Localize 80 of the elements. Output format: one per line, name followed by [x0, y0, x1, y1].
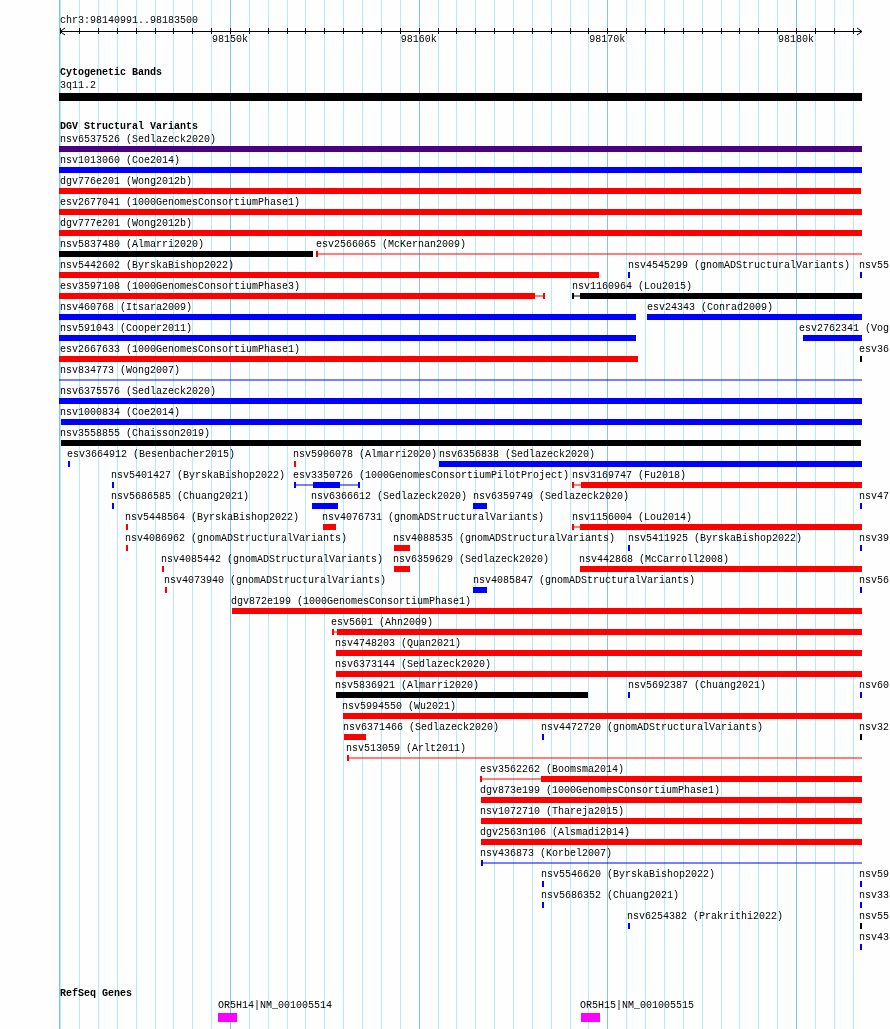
feature-label: nsv32 — [859, 722, 889, 734]
track-title: DGV Structural Variants — [60, 121, 199, 133]
feature-label: nsv55 — [859, 911, 889, 923]
feature-label: nsv1000834 (Coe2014) — [60, 407, 181, 419]
feature-label: nsv6375576 (Sedlazeck2020) — [60, 386, 217, 398]
feature-label: nsv5836921 (Almarri2020) — [335, 680, 480, 692]
feature-label: esv3664912 (Besenbacher2015) — [67, 449, 236, 461]
tick-label: 98160k — [400, 34, 437, 46]
feature-label: nsv5546620 (ByrskaBishop2022) — [541, 869, 716, 881]
feature-label: nsv5686585 (Chuang2021) — [111, 491, 250, 503]
feature-label: nsv4085847 (gnomADStructuralVariants) — [473, 575, 696, 587]
feature-label: nsv6356838 (Sedlazeck2020) — [439, 449, 596, 461]
feature-label: nsv60 — [859, 680, 889, 692]
feature-label: nsv6366612 (Sedlazeck2020) — [311, 491, 468, 503]
feature-label: esv3597108 (1000GenomesConsortiumPhase3) — [60, 281, 301, 293]
feature-label: nsv4472720 (gnomADStructuralVariants) — [541, 722, 764, 734]
feature-label: nsv4545299 (gnomADStructuralVariants) — [628, 260, 851, 272]
feature-label: nsv3169747 (Fu2018) — [572, 470, 687, 482]
feature-label: nsv47 — [859, 491, 889, 503]
feature-label: nsv6254382 (Prakrithi2022) — [627, 911, 784, 923]
feature-label: nsv1013060 (Coe2014) — [60, 155, 181, 167]
feature-label: esv2677041 (1000GenomesConsortiumPhase1) — [60, 197, 301, 209]
feature-label: nsv4085442 (gnomADStructuralVariants) — [161, 554, 384, 566]
feature-label: nsv43 — [859, 932, 889, 944]
feature-label: nsv4088535 (gnomADStructuralVariants) — [393, 533, 616, 545]
feature-label: nsv6359749 (Sedlazeck2020) — [473, 491, 630, 503]
feature-label: nsv591043 (Cooper2011) — [60, 323, 193, 335]
feature-label: esv2667633 (1000GenomesConsortiumPhase1) — [60, 344, 301, 356]
feature-label: esv5601 (Ahn2009) — [331, 617, 434, 629]
feature-label: nsv513059 (Arlt2011) — [346, 743, 467, 755]
feature-label: nsv6537526 (Sedlazeck2020) — [60, 134, 217, 146]
feature-label: nsv5442602 (ByrskaBishop2022) — [60, 260, 235, 272]
feature-label: esv2566065 (McKernan2009) — [316, 239, 467, 251]
feature-label: nsv6371466 (Sedlazeck2020) — [343, 722, 500, 734]
feature-label: nsv5837480 (Almarri2020) — [60, 239, 205, 251]
feature-label: nsv1160964 (Lou2015) — [572, 281, 693, 293]
feature-label: nsv436873 (Korbel2007) — [480, 848, 613, 860]
feature-label: esv3350726 (1000GenomesConsortiumPilotProject) — [293, 470, 570, 482]
feature-label: nsv3558855 (Chaisson2019) — [60, 428, 211, 440]
feature-label: dgv777e201 (Wong2012b) — [60, 218, 193, 230]
feature-label: nsv5994550 (Wu2021) — [342, 701, 457, 713]
gene-label: OR5H14|NM_001005514 — [218, 1000, 333, 1012]
feature-label: esv3562262 (Boomsma2014) — [480, 764, 625, 776]
feature-label: dgv873e199 (1000GenomesConsortiumPhase1) — [480, 785, 721, 797]
feature-label: nsv39 — [859, 533, 889, 545]
tick-label: 98170k — [589, 34, 626, 46]
feature-label: nsv4748203 (Quan2021) — [335, 638, 462, 650]
feature-label: nsv5692387 (Chuang2021) — [628, 680, 767, 692]
feature-label: esv36 — [859, 344, 889, 356]
locus-label: chr3:98140991..98183500 — [60, 15, 199, 27]
feature-label: nsv4086962 (gnomADStructuralVariants) — [125, 533, 348, 545]
feature-label: dgv776e201 (Wong2012b) — [60, 176, 193, 188]
feature-label: nsv4073940 (gnomADStructuralVariants) — [164, 575, 387, 587]
feature-label: nsv55 — [859, 260, 889, 272]
feature-label: nsv56 — [859, 575, 889, 587]
feature-label: esv24343 (Conrad2009) — [647, 302, 774, 314]
feature-label: nsv834773 (Wong2007) — [60, 365, 181, 377]
feature-label: nsv5401427 (ByrskaBishop2022) — [111, 470, 286, 482]
feature-label: esv2762341 (Vog — [799, 323, 889, 335]
feature-label: nsv5906078 (Almarri2020) — [293, 449, 438, 461]
feature-label: nsv33 — [859, 890, 889, 902]
gene-label: OR5H15|NM_001005515 — [580, 1000, 695, 1012]
feature-label: nsv460768 (Itsara2009) — [60, 302, 193, 314]
feature-label: nsv5448564 (ByrskaBishop2022) — [125, 512, 300, 524]
feature-label: nsv5411925 (ByrskaBishop2022) — [628, 533, 803, 545]
feature-label: dgv872e199 (1000GenomesConsortiumPhase1) — [231, 596, 472, 608]
feature-label: nsv4076731 (gnomADStructuralVariants) — [322, 512, 545, 524]
feature-label: nsv6373144 (Sedlazeck2020) — [335, 659, 492, 671]
track-title: RefSeq Genes — [60, 988, 132, 1000]
track-title: Cytogenetic Bands — [60, 67, 163, 79]
feature-label: nsv59 — [859, 869, 889, 881]
feature-label: nsv6359629 (Sedlazeck2020) — [393, 554, 550, 566]
feature-label: nsv1072710 (Thareja2015) — [480, 806, 625, 818]
feature-label: nsv1156004 (Lou2014) — [572, 512, 693, 524]
feature-label: nsv442868 (McCarroll2008) — [579, 554, 730, 566]
band-label: 3q11.2 — [60, 80, 96, 92]
feature-label: dgv2563n106 (Alsmadi2014) — [480, 827, 631, 839]
tick-label: 98150k — [211, 34, 248, 46]
feature-label: nsv5686352 (Chuang2021) — [541, 890, 680, 902]
tick-label: 98180k — [777, 34, 814, 46]
